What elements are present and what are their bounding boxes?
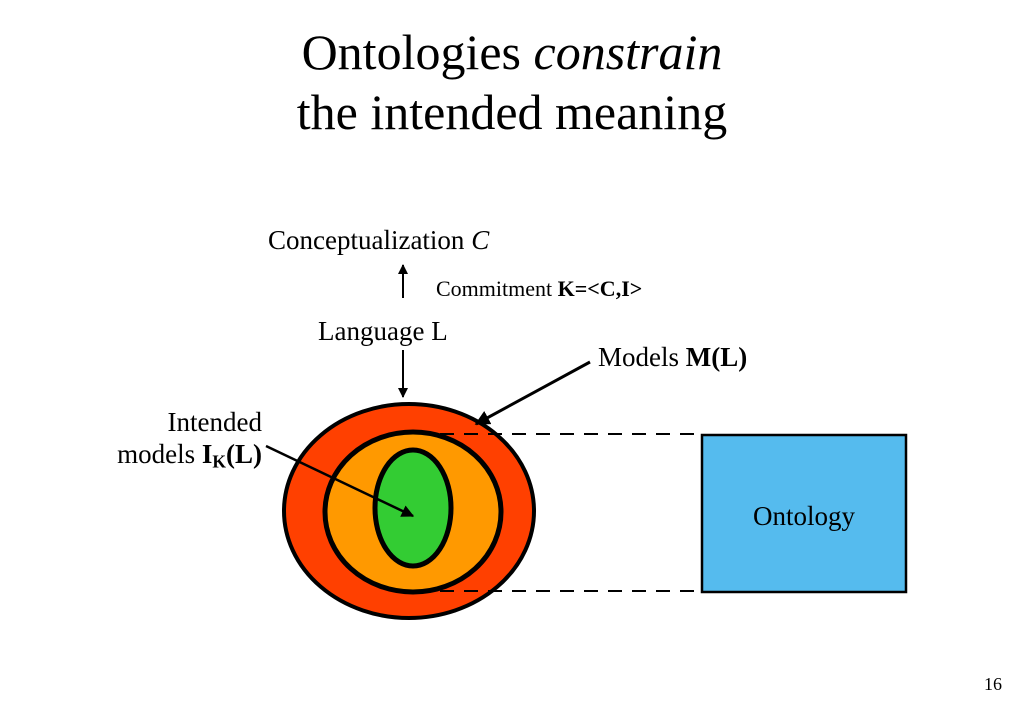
intended-pointer-arrow: [265, 444, 415, 518]
models-pointer-arrow: [474, 360, 591, 426]
ontology-box: [700, 433, 908, 594]
intended-formula: IK(L): [201, 439, 262, 472]
page-number: 16: [984, 674, 1002, 694]
slide-title: Ontologies constrain the intended meanin…: [0, 22, 1024, 142]
language-label: Language L: [318, 316, 448, 346]
conceptualization-label: Conceptualization C: [268, 225, 490, 255]
ontology-label: Ontology: [752, 501, 855, 531]
intended-models-label: Intended models IK(L): [117, 407, 262, 472]
commitment-label: Commitment K=<C,I>: [436, 276, 643, 301]
title-emphasis: constrain: [533, 24, 723, 80]
intended-models-ellipse: [372, 447, 454, 569]
title-line2: the intended meaning: [296, 84, 728, 140]
conceptualization-var: C: [471, 225, 490, 255]
commitment-formula: K=<C,I>: [557, 276, 643, 301]
models-label: Models M(L): [598, 342, 748, 372]
models-formula: M(L): [685, 342, 748, 372]
title-prefix: Ontologies: [301, 24, 522, 80]
